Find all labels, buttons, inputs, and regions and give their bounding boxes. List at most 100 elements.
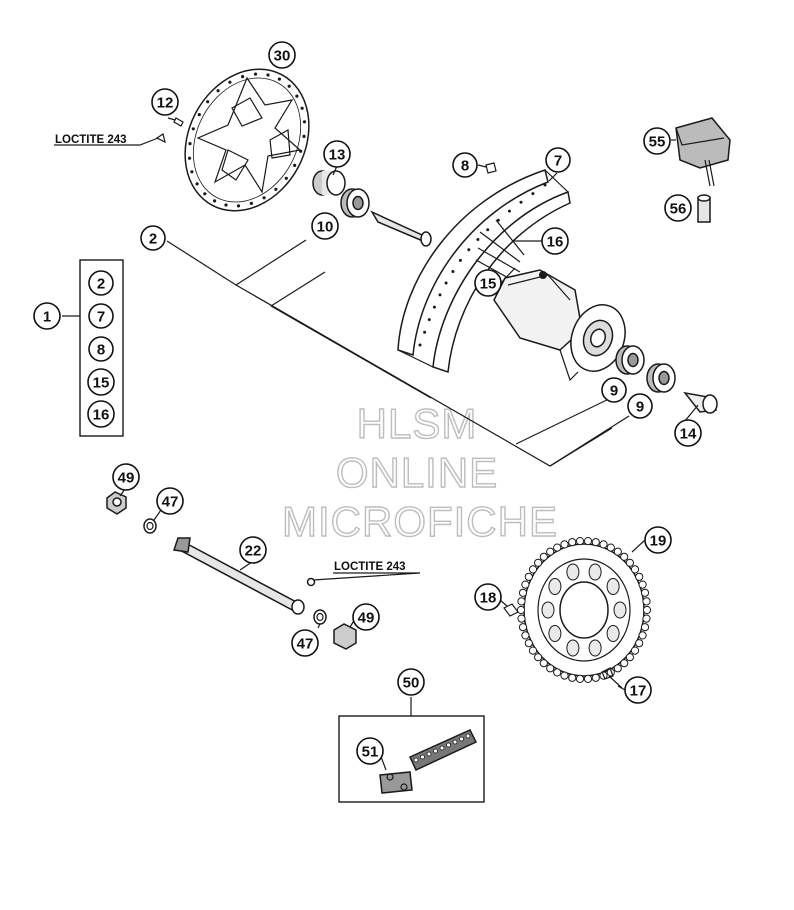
chain-link [433, 748, 438, 754]
disc-hole [253, 72, 258, 76]
sprocket-tooth [613, 664, 622, 673]
callout-47-upper: 47 [156, 487, 184, 515]
disc-hole [299, 149, 303, 153]
sprocket-tooth [638, 580, 647, 589]
loctite-upper-label: LOCTITE 243 [55, 134, 127, 146]
sprocket-tooth [630, 565, 640, 574]
disc-hole [236, 204, 241, 208]
sprocket-window [606, 578, 620, 595]
sprocket-window [566, 563, 580, 581]
sprocket-tooth [528, 565, 538, 574]
sprocket-tooth [575, 537, 585, 546]
rear-sprocket [503, 537, 652, 689]
rim-hole [458, 258, 462, 262]
rim-hole [543, 183, 547, 187]
disc-hole [295, 94, 299, 98]
disc-hole [213, 199, 217, 203]
rim-hole [467, 248, 471, 252]
sprocket-tooth [534, 558, 543, 567]
callout-17: 17 [624, 676, 652, 704]
kit-item-16: 16 [87, 400, 115, 428]
callout-51: 51 [356, 737, 384, 765]
sprocket-tooth [638, 631, 647, 640]
kit-item-15: 15 [87, 368, 115, 396]
sprocket-tooth [516, 605, 526, 615]
loctite-lower: LOCTITE 243 [334, 561, 406, 573]
sprocket-tooth [630, 646, 640, 655]
rim-hole [531, 192, 535, 196]
callout-16-label: 16 [547, 234, 564, 251]
callout-9-lower-label: 9 [636, 399, 644, 416]
disc-hole [293, 163, 297, 167]
callout-17-label: 17 [630, 683, 647, 700]
rim-hole [444, 281, 448, 285]
callout-50-label: 50 [403, 675, 420, 692]
sprocket-window [613, 601, 627, 619]
sprocket-tooth [613, 547, 622, 556]
watermark-line-2: ONLINE [336, 449, 498, 496]
sprocket-window [541, 601, 555, 619]
sprocket-tooth [518, 623, 528, 632]
sprocket-tooth [560, 671, 569, 680]
sprocket-tooth [546, 547, 555, 556]
disc-hole [300, 106, 304, 110]
callout-10: 10 [311, 212, 339, 240]
callout-10-label: 10 [317, 219, 334, 236]
callout-2-label: 2 [149, 231, 157, 248]
kit-item-2: 2 [88, 270, 114, 296]
sprocket-tooth [568, 673, 577, 682]
spokes [475, 219, 525, 281]
rim-hole [451, 270, 455, 273]
callout-47-lower: 47 [291, 629, 319, 657]
kit-item-2-label: 2 [97, 276, 105, 293]
bearings [312, 170, 718, 414]
disc-hole [262, 196, 266, 200]
sprocket-tooth [521, 631, 530, 640]
disc-hole [241, 75, 245, 79]
watermark-line-1: HLSM [357, 400, 478, 447]
wheel-hub [493, 269, 626, 382]
sprocket-tooth [635, 572, 644, 581]
chain-link [420, 754, 425, 760]
leader-lines [54, 117, 699, 771]
disc-hole [284, 176, 288, 180]
sprocket-tooth [591, 538, 600, 547]
chain-link [446, 742, 451, 748]
sprocket-tooth [642, 597, 651, 606]
callout-49-upper: 49 [112, 463, 140, 491]
sprocket-tooth [625, 558, 635, 567]
sprocket-tooth [583, 537, 593, 546]
callout-30-label: 30 [274, 48, 291, 65]
sprocket-tooth [560, 540, 569, 549]
sprocket-tooth [524, 639, 533, 648]
kit-item-7-label: 7 [97, 309, 105, 326]
disc-hole [203, 192, 207, 196]
callout-22-label: 22 [245, 543, 262, 560]
disc-hole [188, 142, 192, 146]
watermark: HLSM ONLINE MICROFICHE [281, 399, 557, 545]
sprocket-tooth [642, 614, 651, 623]
kit-item-16-label: 16 [93, 407, 110, 424]
callout-47-upper-label: 47 [162, 494, 179, 511]
rim-hole [423, 330, 427, 334]
callout-1: 1 [33, 302, 61, 330]
callout-19: 19 [644, 526, 672, 554]
callout-55: 55 [643, 127, 671, 155]
callout-14: 14 [674, 419, 702, 447]
chain-link [439, 745, 445, 751]
rim-hole [418, 343, 422, 347]
chain-segment [379, 729, 478, 794]
callout-13-label: 13 [329, 147, 346, 164]
sprocket-tooth [521, 580, 530, 589]
sprocket-tooth [517, 614, 526, 623]
callout-16: 16 [541, 227, 569, 255]
callout-55-label: 55 [649, 134, 666, 151]
sprocket-tooth [568, 538, 577, 547]
chain-link [452, 739, 458, 745]
disc-hole [216, 89, 220, 93]
disc-hole [190, 170, 194, 174]
disc-hole [287, 84, 291, 88]
disc-hole [228, 80, 232, 84]
brake-disc [184, 68, 310, 212]
